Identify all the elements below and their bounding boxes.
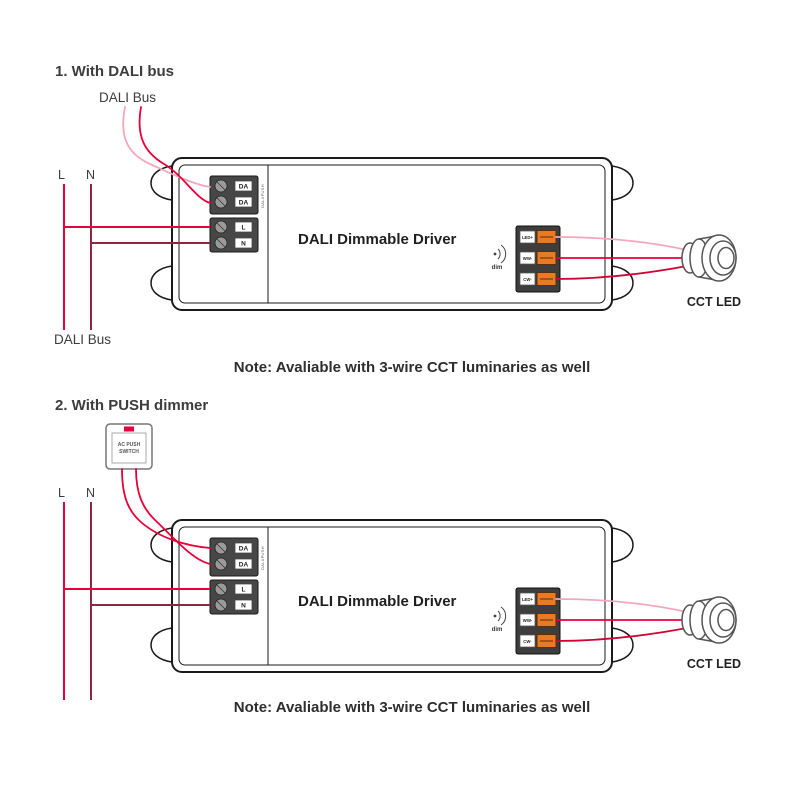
neutral-label-1: N [86,168,95,182]
switch-label-line2: SWITCH [119,449,139,455]
neutral-label-2: N [86,486,95,500]
section-push-dimmer: 2. With PUSH dimmer AC PUSH SWITCH L N N… [55,397,743,716]
driver-2 [150,519,743,673]
push-wire-2 [135,468,211,565]
note-2: Note: Avaliable with 3-wire CCT luminari… [234,699,590,716]
dali-bus-wire-pink [122,106,211,188]
push-switch: AC PUSH SWITCH [105,423,153,470]
section-dali-bus: 1. With DALI bus DALI Bus L N DALI Bus N… [54,63,743,376]
live-label-2: L [58,486,65,500]
section2-title: 2. With PUSH dimmer [55,397,208,414]
note-1: Note: Avaliable with 3-wire CCT luminari… [234,359,590,376]
section1-title: 1. With DALI bus [55,63,174,80]
driver-1 [150,157,743,311]
switch-label-line1: AC PUSH [118,442,141,448]
switch-button [124,426,134,432]
live-label-1: L [58,168,65,182]
push-wire-1 [121,468,211,549]
dali-bus-top-label: DALI Bus [99,90,156,105]
dali-bus-bottom-label: DALI Bus [54,332,111,347]
dali-bus-wire-red [138,106,211,204]
switch-rocker [111,432,147,464]
